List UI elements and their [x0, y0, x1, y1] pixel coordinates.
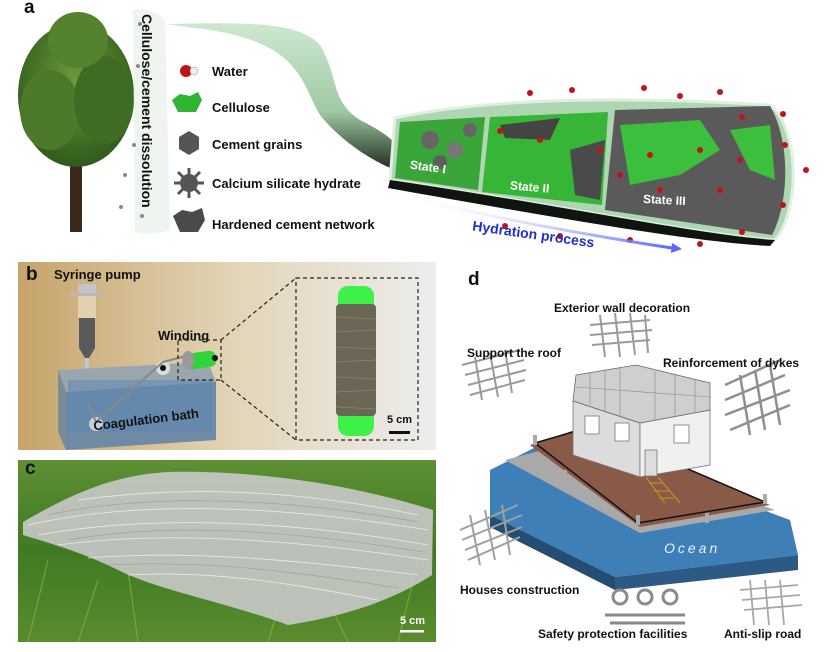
houses-construction-mesh-icon [459, 504, 523, 566]
panel-a-graphic [18, 9, 809, 253]
anti-slip-road-label: Anti-slip road [724, 627, 802, 641]
state-ii-segment [482, 112, 608, 205]
legend-water-label: Water [212, 64, 248, 79]
reinforcement-dykes-mesh-icon [724, 358, 791, 436]
ladder-path [645, 476, 681, 504]
state-iii-segment [605, 106, 786, 235]
scale-bar-b [389, 431, 410, 434]
legend-cellulose-label: Cellulose [212, 100, 270, 115]
winding-zoom-box [177, 339, 222, 381]
cellulose-icon [172, 92, 202, 112]
syringe-pump-label: Syringe pump [54, 267, 141, 282]
scale-bar-c [400, 630, 424, 633]
panel-c: c 5 cm [18, 460, 436, 642]
legend-cement-grains-label: Cement grains [212, 137, 303, 152]
safety-protection-chain-icon [605, 588, 685, 625]
fiber-bobbin-photo [335, 286, 377, 436]
hydration-arrow [399, 193, 673, 250]
exterior-wall-mesh-icon [589, 312, 653, 358]
panel-a: a [0, 0, 827, 255]
reinforcement-dykes-label: Reinforcement of dykes [663, 356, 800, 370]
state-i-segment [395, 117, 485, 190]
support-roof-mesh-icon [461, 349, 527, 401]
scale-bar-c-label: 5 cm [400, 615, 426, 627]
scale-bar-b-label: 5 cm [387, 414, 413, 426]
water-molecule-icon [180, 65, 199, 77]
bobbin-inset-box [295, 277, 419, 441]
state-iii-label: State III [642, 191, 687, 209]
applications-graphic [459, 312, 803, 626]
dissolution-dots [119, 22, 144, 218]
safety-protection-label: Safety protection facilities [538, 627, 688, 641]
legend-csh-label: Calcium silicate hydrate [212, 176, 361, 191]
panel-a-letter: a [24, 0, 35, 18]
tree-illustration [18, 12, 134, 232]
legend-hardened-network-label: Hardened cement network [212, 217, 375, 232]
cement-grain-icon [179, 131, 199, 155]
support-roof-label: Support the roof [467, 346, 561, 360]
panel-b: b Syringe pump Winding [18, 262, 436, 450]
dissolution-vertical-label: Cellulose/cement dissolution [139, 14, 155, 208]
winding-bobbin-icon [182, 350, 218, 370]
exterior-wall-decoration-label: Exterior wall decoration [554, 301, 691, 315]
fiber-mesh-photo [23, 471, 433, 642]
anti-slip-road-mesh-icon [739, 579, 803, 626]
house-icon [572, 364, 711, 478]
panel-d: d [440, 265, 827, 652]
winding-label: Winding [158, 328, 210, 343]
spinning-setup-graphic [58, 277, 419, 450]
ocean-label: Ocean [664, 540, 721, 556]
hardened-cement-network-icon [173, 208, 205, 232]
panel-d-letter: d [468, 269, 480, 290]
houses-construction-label: Houses construction [460, 583, 580, 597]
panel-c-letter: c [25, 460, 36, 479]
dissolution-band [133, 9, 170, 234]
calcium-silicate-hydrate-icon [174, 168, 204, 198]
fiber-tail [165, 23, 400, 170]
panel-b-letter: b [26, 264, 38, 285]
